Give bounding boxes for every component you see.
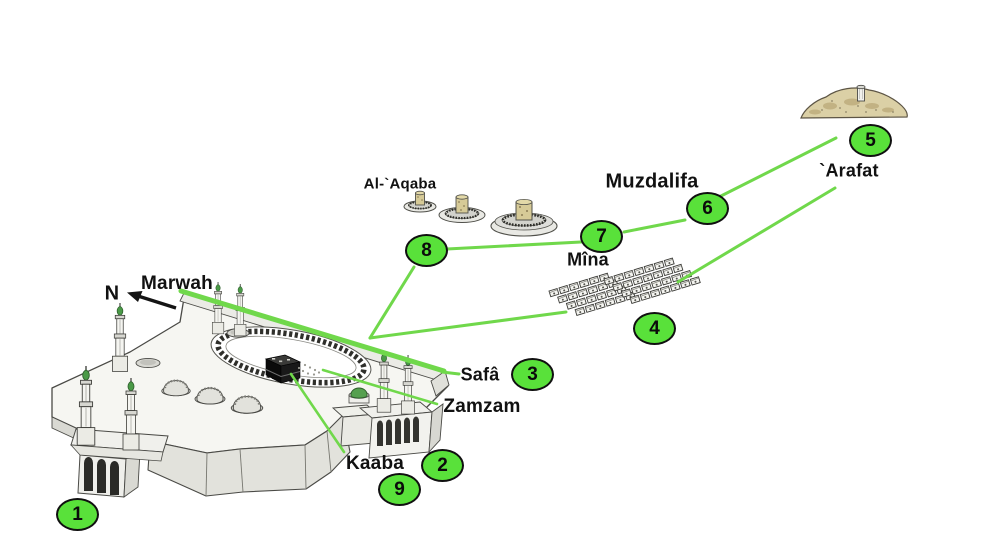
step-marker-9: 9 xyxy=(378,473,421,506)
label-al-aqaba: Al-`Aqaba xyxy=(363,175,437,193)
kaaba-cube xyxy=(264,354,302,384)
step-marker-1: 1 xyxy=(56,498,99,531)
route-8-to-7 xyxy=(445,240,583,251)
green-dome xyxy=(348,387,370,404)
route-lines xyxy=(178,136,838,454)
hijr-speckles xyxy=(297,363,321,376)
mount-arafat xyxy=(800,84,908,119)
jamarat-small xyxy=(403,190,437,213)
jamarat-medium xyxy=(438,194,486,223)
label-mina: Mîna xyxy=(567,249,609,270)
step-marker-7: 7 xyxy=(580,220,623,253)
label-safa: Safâ xyxy=(460,364,500,385)
grand-mosque xyxy=(51,281,450,498)
route-safa-connector xyxy=(440,370,461,376)
label-zamzam: Zamzam xyxy=(443,396,521,417)
step-marker-4: 4 xyxy=(633,312,676,345)
route-mosque-to-8 xyxy=(368,265,416,340)
north-arrow xyxy=(127,291,177,310)
step-marker-8: 8 xyxy=(405,234,448,267)
north-label: N xyxy=(104,282,120,305)
pointer-zamzam xyxy=(321,368,439,406)
label-kaaba: Kaaba xyxy=(345,453,405,474)
step-marker-6: 6 xyxy=(686,192,729,225)
step-marker-5: 5 xyxy=(849,124,892,157)
step-marker-3: 3 xyxy=(511,358,554,391)
jamarat-large xyxy=(490,198,558,237)
route-6-to-5 xyxy=(717,136,838,199)
label-muzdalifa: Muzdalifa xyxy=(605,170,699,193)
route-7-to-6 xyxy=(622,218,687,234)
step-marker-2: 2 xyxy=(421,449,464,482)
label-marwah: Marwah xyxy=(141,273,213,294)
arafat-pillar xyxy=(856,84,866,102)
route-mina-to-arafat xyxy=(676,186,837,284)
route-mosque-to-mina xyxy=(368,310,568,340)
label-arafat: `Arafat xyxy=(819,160,879,181)
jamarat-pillars xyxy=(403,190,558,237)
route-sai-marwah-safa xyxy=(178,288,447,374)
pointer-kaaba xyxy=(289,372,346,454)
